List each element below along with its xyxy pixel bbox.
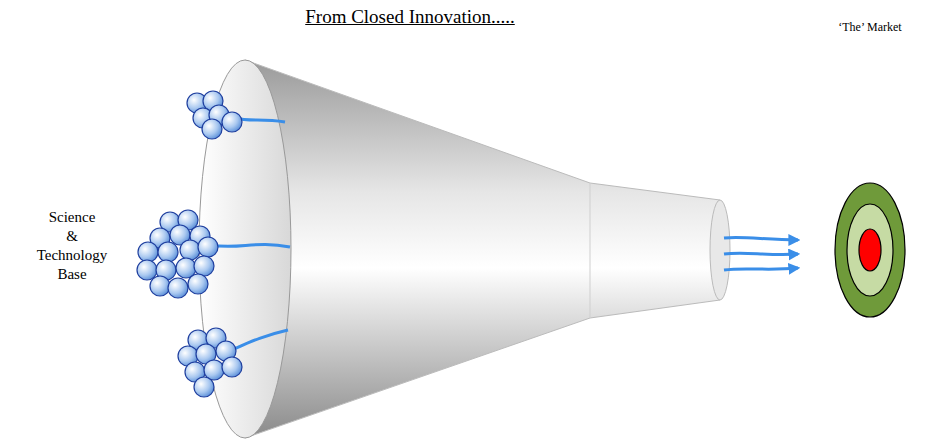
source-label: Science & Technology Base	[30, 208, 114, 284]
diagram-title: From Closed Innovation.....	[200, 6, 620, 28]
market-label: ‘The’ Market	[815, 20, 925, 35]
